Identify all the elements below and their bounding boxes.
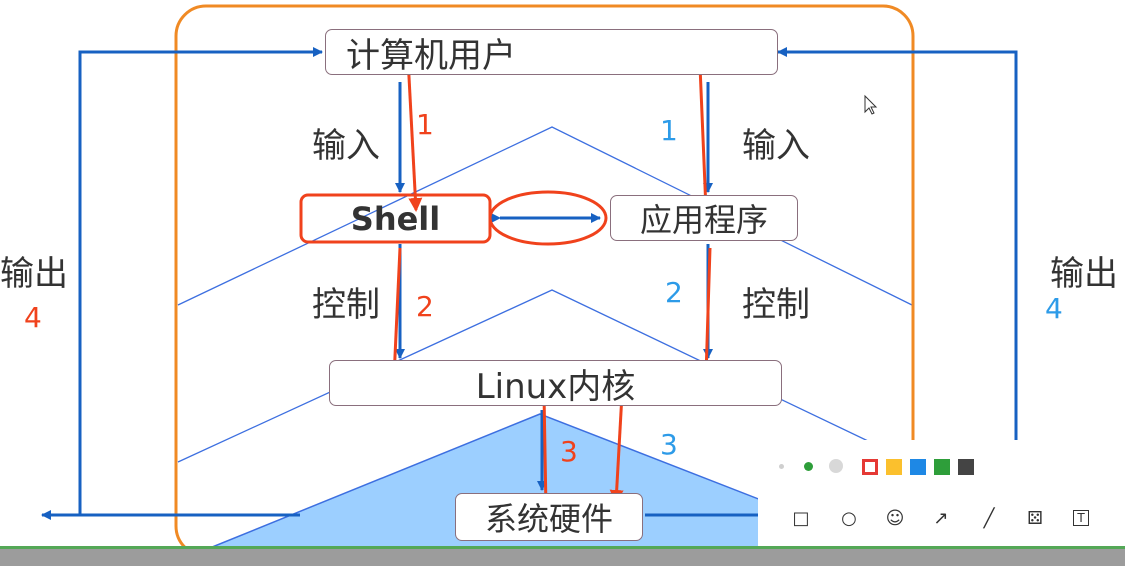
red-arrow-user-shell [406, 57, 423, 212]
step-number-blue-1: 1 [660, 114, 678, 147]
red-arrow-user-app [698, 65, 713, 212]
red-arrow-app-kernel [699, 247, 714, 378]
color-swatch-red[interactable] [862, 459, 878, 475]
red-arrow-shell-kernel [387, 247, 402, 380]
red-arrow-kernel-hw-2 [609, 393, 624, 504]
output-loop-right [777, 47, 1018, 490]
pen-icon[interactable]: ╱ [983, 507, 995, 529]
chevron-outer [177, 126, 913, 306]
size-medium-dot[interactable] [804, 462, 813, 471]
label-output-left: 输出 [0, 254, 68, 294]
rectangle-icon[interactable]: □ [792, 507, 810, 529]
output-loop-left [78, 47, 323, 517]
size-small-dot[interactable] [779, 464, 784, 469]
circle-icon[interactable]: ○ [841, 507, 857, 529]
color-swatch-blue[interactable] [910, 459, 926, 475]
text-icon[interactable]: T [1070, 507, 1092, 529]
screen-bottom-accent [0, 546, 1125, 549]
size-large-dot[interactable] [829, 459, 843, 473]
mosaic-icon[interactable]: ⚄ [1027, 507, 1043, 529]
label-input-right: 输入 [742, 126, 810, 166]
step-number-red-3: 3 [560, 435, 578, 468]
node-linux-kernel: Linux内核 [329, 360, 782, 407]
label-input-left: 输入 [312, 126, 380, 166]
node-computer-user: 计算机用户 [325, 29, 778, 76]
node-system-hardware: 系统硬件 [455, 493, 643, 541]
step-number-red-4: 4 [24, 301, 42, 334]
arrow-icon[interactable]: ↗ [933, 507, 949, 529]
color-swatch-yellow[interactable] [886, 459, 902, 475]
step-number-blue-2: 2 [665, 276, 683, 309]
step-number-blue-3: 3 [660, 428, 678, 461]
label-control-left: 控制 [312, 285, 380, 325]
cursor-icon [864, 94, 878, 115]
red-arrow-kernel-hw-1 [538, 393, 553, 512]
shell-red-highlight [299, 193, 492, 244]
color-swatch-dark[interactable] [958, 459, 974, 475]
label-output-right: 输出 [1050, 254, 1118, 294]
label-control-right: 控制 [742, 285, 810, 325]
screen-bottom-bar [0, 546, 1125, 566]
node-application: 应用程序 [610, 195, 798, 241]
emoji-icon[interactable]: ☺ [885, 507, 905, 529]
annotation-toolbar [758, 440, 1125, 546]
color-swatch-green[interactable] [934, 459, 950, 475]
node-shell: Shell [350, 199, 441, 238]
step-number-red-1: 1 [416, 108, 434, 141]
step-number-blue-4: 4 [1045, 292, 1063, 325]
step-number-red-2: 2 [416, 290, 434, 323]
chevron-middle [177, 289, 913, 463]
